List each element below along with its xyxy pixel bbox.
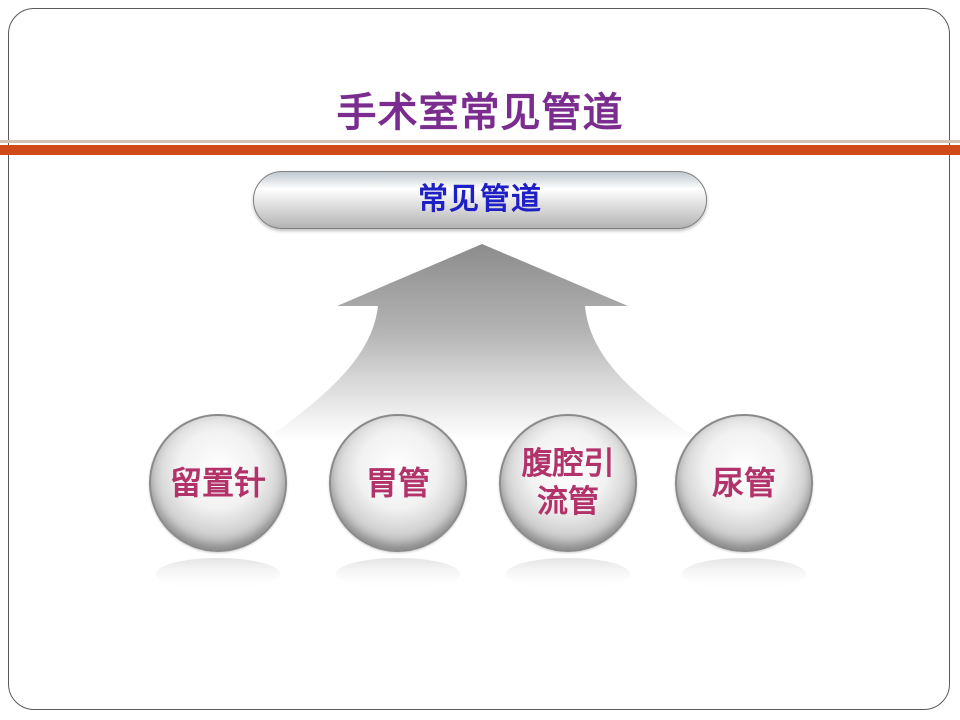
root-node-common-tubes: 常见管道	[253, 171, 707, 229]
title-rule-thin	[0, 140, 960, 143]
branch-node-gastric-tube: 胃管	[329, 414, 467, 552]
upward-arrow	[265, 244, 700, 440]
ball-reflection	[682, 558, 806, 590]
branch-node-urinary-catheter: 尿管	[675, 414, 813, 552]
ball-reflection	[156, 558, 280, 590]
ball-reflection	[336, 558, 460, 590]
ball-reflection	[506, 558, 630, 590]
branch-node-iv-cannula: 留置针	[149, 414, 287, 552]
slide-title: 手术室常见管道	[336, 90, 624, 136]
title-rule-thick	[0, 145, 960, 155]
branch-node-abdominal-drain: 腹腔引 流管	[499, 414, 637, 552]
